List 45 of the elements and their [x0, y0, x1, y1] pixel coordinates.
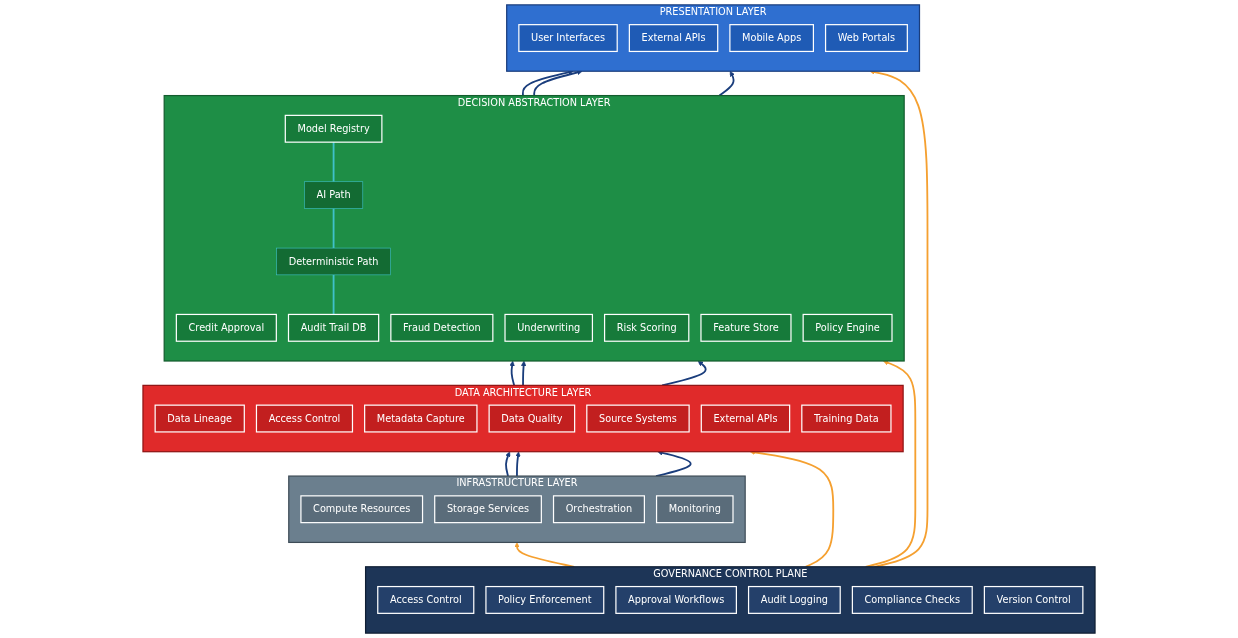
node-box: [615, 585, 737, 614]
node-box: [700, 404, 791, 433]
arrow: [520, 360, 527, 387]
cluster: [142, 384, 904, 453]
node-box: [518, 24, 618, 53]
node-box: [284, 114, 383, 143]
cluster: [163, 94, 905, 362]
node-box: [824, 24, 908, 53]
cluster: [506, 4, 921, 72]
node-box: [304, 181, 364, 209]
cluster: [288, 475, 746, 544]
node-box: [700, 313, 792, 342]
node-box: [434, 495, 542, 524]
connector: [332, 273, 335, 316]
node-box: [504, 313, 593, 342]
node-box: [802, 313, 893, 342]
connector: [332, 141, 335, 183]
node-box: [276, 247, 391, 276]
node-box: [801, 404, 892, 433]
node-box: [175, 313, 277, 342]
node-box: [983, 585, 1084, 614]
node-box: [377, 585, 475, 614]
node-box: [485, 585, 605, 614]
node-box: [586, 404, 690, 433]
node-box: [364, 404, 478, 433]
arrow: [661, 360, 707, 387]
node-box: [300, 495, 424, 524]
arrow: [505, 451, 511, 477]
node-box: [729, 24, 814, 53]
node-box: [255, 404, 354, 433]
node-box: [390, 313, 494, 342]
connector: [332, 207, 335, 249]
node-box: [628, 24, 719, 53]
node-box: [488, 404, 576, 433]
node-box: [655, 495, 734, 524]
node-box: [154, 404, 245, 433]
node-box: [287, 313, 380, 342]
cluster: [364, 566, 1096, 634]
node-box: [552, 495, 645, 524]
node-box: [851, 585, 973, 614]
node-box: [604, 313, 690, 342]
arrow: [509, 360, 516, 387]
arrow: [718, 71, 735, 97]
arrow: [515, 451, 521, 477]
node-box: [747, 585, 841, 614]
